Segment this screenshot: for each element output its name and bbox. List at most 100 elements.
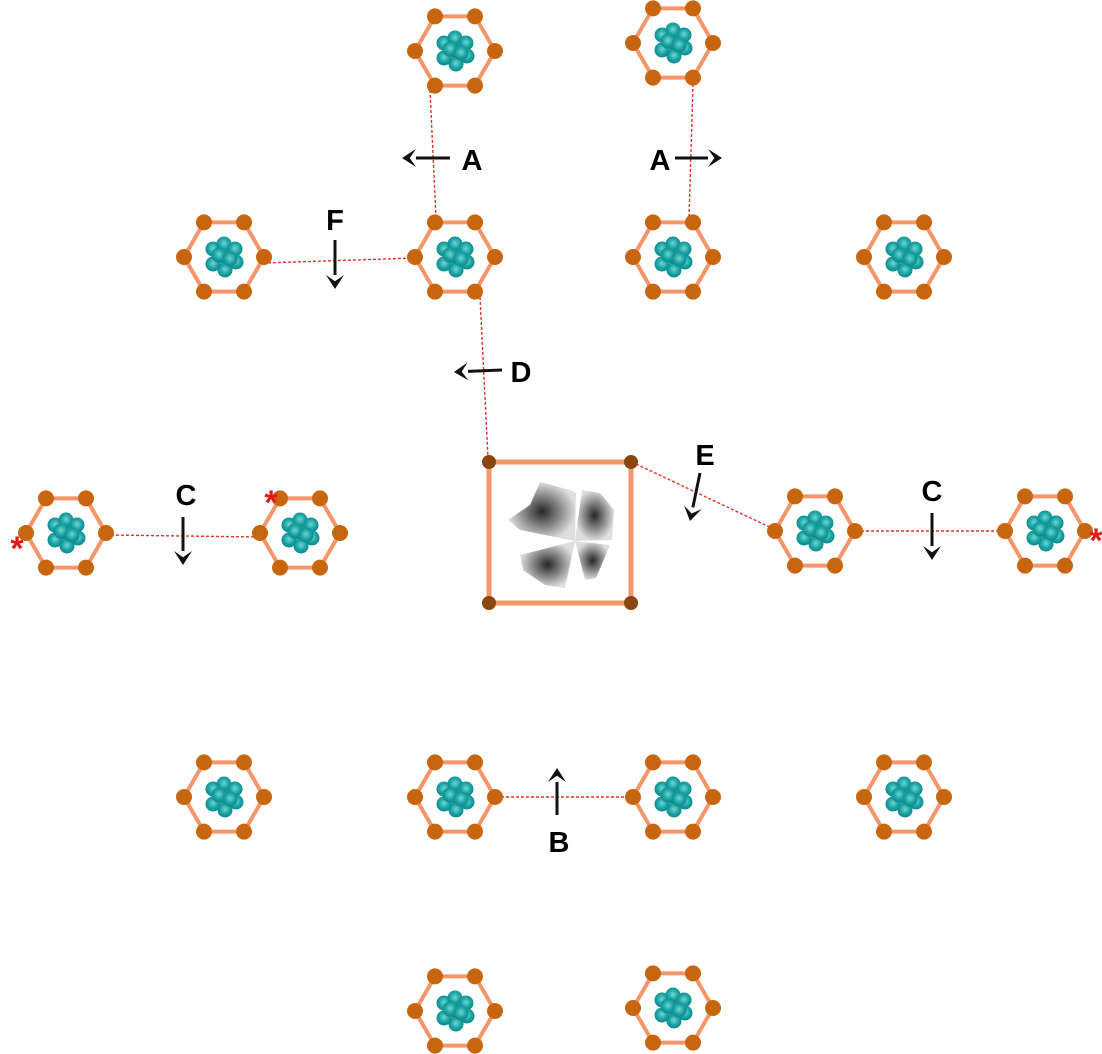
hexagon-vertex: [645, 754, 661, 771]
hexagon-vertex: [272, 559, 288, 576]
central-square: [482, 455, 638, 610]
arrow-icon: [454, 362, 503, 381]
cluster-blob: [813, 525, 829, 541]
links-layer: [105, 83, 1006, 798]
hexagon-vertex: [467, 1037, 483, 1054]
cluster-blob: [453, 45, 469, 61]
hexagon-vertex: [876, 283, 892, 300]
cluster-blob: [1043, 525, 1059, 541]
hexagon-vertex: [196, 283, 212, 300]
hexagon-vertex: [407, 1003, 423, 1019]
hexagon-vertex: [236, 283, 252, 300]
label-c-right: C: [922, 476, 943, 508]
hexagon-vertex: [685, 0, 701, 17]
hexagon-vertex: [427, 214, 443, 231]
gradient-star-icon: [508, 482, 614, 588]
hexagon-vertex: [427, 823, 443, 840]
hexagon-vertex: [487, 789, 503, 805]
hexagon-vertex: [1057, 488, 1073, 505]
arrow-icon: [684, 472, 702, 521]
hexagon-vertex: [936, 249, 952, 265]
hexagon-vertex: [236, 823, 252, 840]
hexagonal-ring-with-cluster-icon: [407, 8, 503, 94]
hexagon-vertex: [196, 823, 212, 840]
cluster-blob: [453, 251, 469, 267]
cluster-blob: [902, 791, 918, 807]
hexagon-vertex: [176, 789, 192, 805]
hexagon-vertex: [467, 823, 483, 840]
hexagon-vertex: [78, 490, 94, 507]
hexagon-vertex: [1017, 488, 1033, 505]
hexagon-vertex: [427, 8, 443, 25]
hexagon-vertex: [645, 214, 661, 231]
hexagon-vertex: [427, 968, 443, 985]
arrow-head: [326, 275, 344, 289]
arrow-head: [454, 362, 469, 381]
hexagon-vertex: [847, 523, 863, 539]
arrow-labels: A A F D E C C B: [176, 145, 943, 859]
hexagon-vertex: [332, 525, 348, 541]
hexagon-vertex: [685, 965, 701, 982]
cluster-blob: [298, 527, 314, 543]
hexagon-vertex: [645, 0, 661, 17]
star-marker-left: *: [10, 530, 24, 568]
hexagon-vertex: [685, 69, 701, 86]
cluster-blob: [902, 251, 918, 267]
hexagon-vertex: [427, 77, 443, 94]
hexagon-vertex: [997, 523, 1013, 539]
square-corner-vertex: [482, 455, 496, 469]
arrow-shaft: [691, 472, 702, 508]
hexagon-vertex: [176, 249, 192, 265]
hexagon-units-layer: [18, 0, 1093, 1054]
dashed-link: [429, 89, 437, 219]
hexagon-vertex: [705, 35, 721, 51]
square-frame: [486, 459, 634, 606]
hexagon-vertex: [705, 249, 721, 265]
dashed-link: [105, 534, 263, 538]
hexagon-vertex: [272, 490, 288, 507]
hexagon-vertex: [705, 789, 721, 805]
hexagonal-ring-with-cluster-icon: [407, 968, 503, 1054]
hexagon-vertex: [467, 968, 483, 985]
hexagon-vertex: [252, 525, 268, 541]
hexagon-vertex: [625, 1000, 641, 1016]
hexagon-vertex: [787, 557, 803, 574]
arrow-head: [708, 149, 722, 167]
hexagon-vertex: [407, 789, 423, 805]
hexagon-vertex: [312, 490, 328, 507]
hexagon-vertex: [645, 283, 661, 300]
hexagon-vertex: [467, 214, 483, 231]
hexagonal-ring-with-cluster-icon: [625, 754, 721, 840]
square-corner-vertex: [624, 596, 638, 610]
hexagonal-ring-with-cluster-icon: [407, 754, 503, 840]
arrows-layer: [174, 149, 941, 815]
hexagon-vertex: [625, 789, 641, 805]
hexagon-vertex: [916, 823, 932, 840]
hexagon-vertex: [685, 283, 701, 300]
cluster-blob: [222, 251, 238, 267]
hexagon-vertex: [705, 1000, 721, 1016]
hexagon-vertex: [685, 754, 701, 771]
arrow-icon: [675, 149, 722, 167]
arrow-icon: [548, 768, 566, 815]
label-e: E: [695, 440, 714, 472]
star-marker-mid-left: *: [264, 484, 278, 522]
hexagon-vertex: [1077, 523, 1093, 539]
hexagon-vertex: [196, 214, 212, 231]
hexagon-vertex: [427, 283, 443, 300]
dashed-link: [688, 83, 694, 219]
hexagon-vertex: [916, 214, 932, 231]
arrow-shaft: [467, 368, 503, 373]
hexagon-vertex: [78, 559, 94, 576]
arrow-icon: [923, 513, 941, 560]
hexagon-vertex: [645, 69, 661, 86]
dashed-link: [635, 463, 777, 531]
hexagon-vertex: [685, 214, 701, 231]
hexagon-vertex: [856, 249, 872, 265]
hexagonal-ring-with-cluster-icon: [767, 488, 863, 574]
label-b: B: [549, 827, 570, 859]
hexagon-vertex: [827, 488, 843, 505]
hexagon-vertex: [645, 1034, 661, 1051]
hexagon-vertex: [645, 965, 661, 982]
